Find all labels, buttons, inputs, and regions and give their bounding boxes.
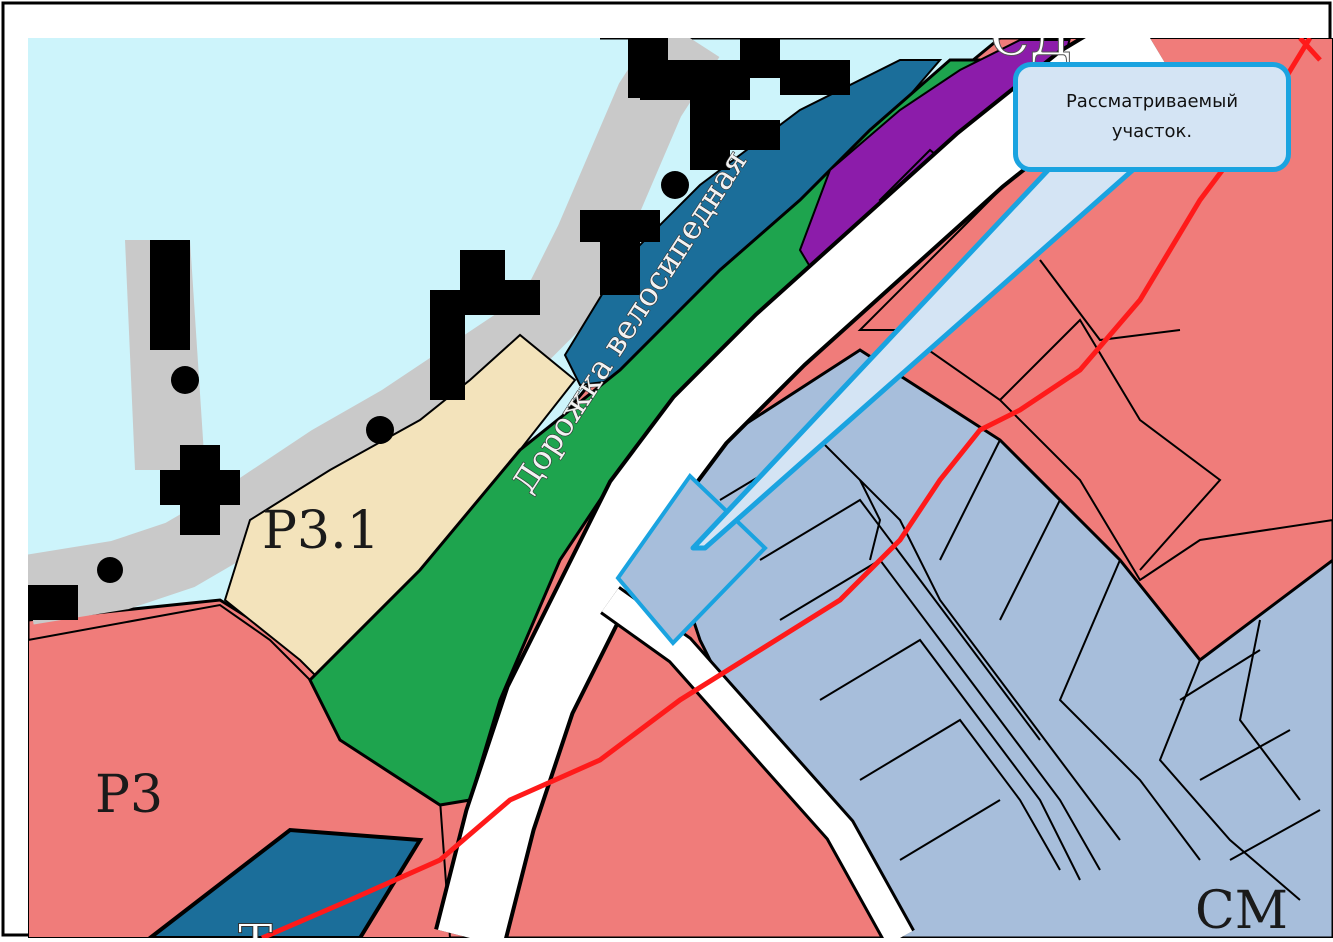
zone-label-r3-1: Р3.1 xyxy=(262,501,380,561)
mixed-zone-cm xyxy=(678,348,1333,938)
residential-zone-top xyxy=(857,38,1333,582)
buildings xyxy=(28,38,850,620)
callout-text: Рассматриваемый участок. xyxy=(1065,91,1239,142)
callout-box: Рассматриваемый участок. xyxy=(1013,62,1291,172)
side-road xyxy=(601,588,913,938)
boundary-line xyxy=(261,38,1313,938)
zone-label-r3: Р3 xyxy=(95,765,163,825)
zone-label-cm: СМ xyxy=(1195,881,1288,938)
transport-block xyxy=(146,827,424,938)
zone-label-partial-bottom: Т xyxy=(238,915,273,938)
